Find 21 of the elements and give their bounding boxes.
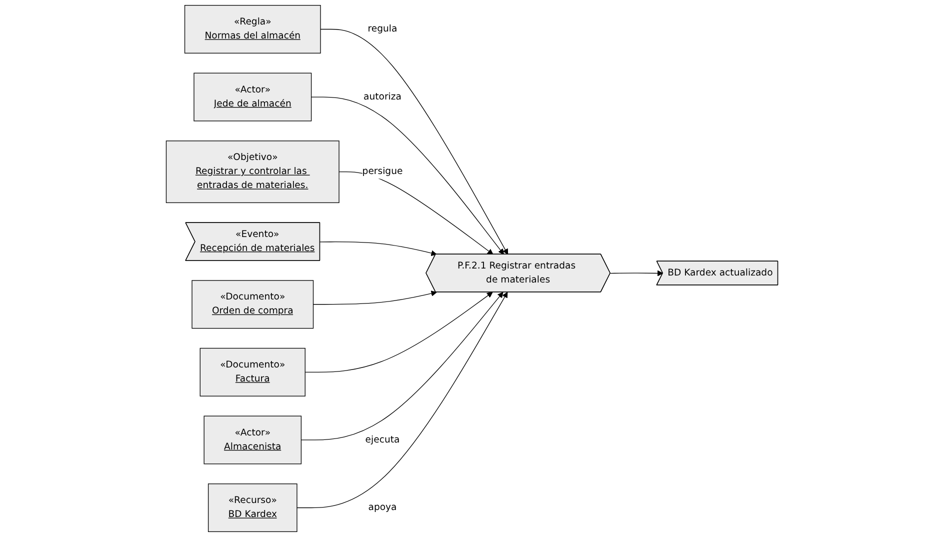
arrow	[300, 292, 504, 440]
node-box: «Documento» Orden de compra	[192, 280, 314, 329]
arrow	[320, 28, 508, 255]
node-box: «Objetivo» Registrar y controlar las entradas de materiales.	[166, 140, 340, 204]
node-box: «Regla» Normas del almacén	[184, 4, 321, 54]
node-box: «Recurso» BD Kardex	[208, 484, 298, 532]
arrow	[320, 242, 437, 256]
edge-label: autoriza	[364, 91, 402, 102]
edge-label: regula	[368, 24, 398, 34]
arrow	[310, 96, 504, 255]
edge-label: apoya	[368, 502, 397, 513]
node-box: «Actor» Almacenista	[204, 416, 302, 464]
arrow	[296, 292, 508, 508]
arrow	[312, 290, 437, 305]
arrow	[338, 171, 494, 255]
edge-label: persigue	[362, 166, 403, 177]
arrow	[610, 270, 664, 276]
arrow	[304, 292, 493, 373]
node-box: «Actor» Jede de almacén	[194, 72, 312, 122]
edge-label: ejecuta	[365, 434, 400, 445]
node-box: «Documento» Factura	[200, 348, 306, 396]
